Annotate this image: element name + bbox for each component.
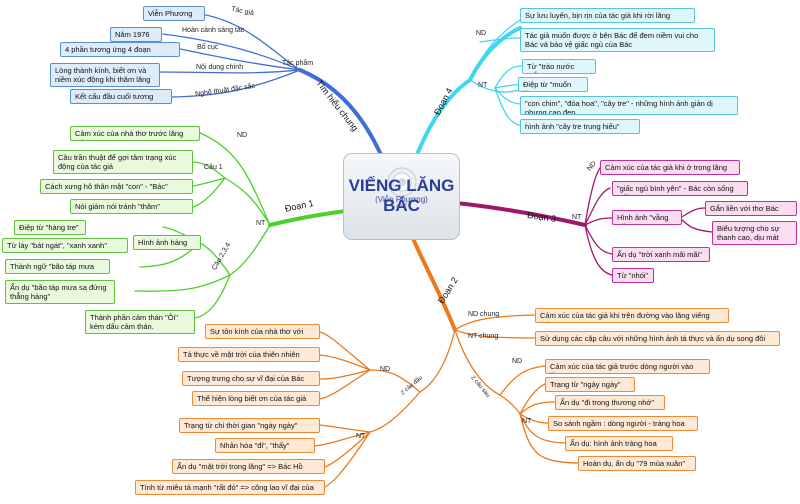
label-doan1-nt: NT bbox=[256, 220, 266, 227]
node-doan4-nd2[interactable]: Tác giả muốn được ở bên Bác để đem niềm … bbox=[520, 28, 715, 52]
node-doan2a-nd1[interactable]: Sự tôn kính của nhà thơ với Bác bbox=[205, 324, 320, 339]
node-doan2b-nd[interactable]: Cảm xúc của tác giả trước dòng người vào… bbox=[545, 359, 710, 374]
node-doan2a-nt2[interactable]: Nhân hóa "đi", "thấy" bbox=[215, 438, 315, 453]
node-doan2b-nt3[interactable]: So sánh ngầm : dòng người - tràng hoa bbox=[548, 416, 698, 431]
node-doan2b-nt2[interactable]: Ẩn dụ "đi trong thương nhớ" bbox=[555, 395, 665, 410]
node-doan2a-nt4[interactable]: Tính từ miêu tả mạnh "rất đỏ" => công la… bbox=[135, 480, 325, 495]
label-doan3-nt: NT bbox=[572, 214, 582, 221]
target-icon bbox=[387, 167, 417, 197]
node-doan1-cau1-a[interactable]: Câu trần thuật để gợi tâm trạng xúc động… bbox=[53, 150, 193, 174]
node-doan3-nhoi[interactable]: Từ "nhói" bbox=[612, 268, 654, 283]
label-doan2-nt-chung: NT chung bbox=[468, 333, 499, 340]
node-bo-cuc[interactable]: 4 phần tương ứng 4 đoạn bbox=[60, 42, 180, 57]
central-title: VIẾNG LĂNG BÁC bbox=[348, 176, 455, 215]
label-doan4-nd: ND bbox=[476, 30, 487, 37]
node-doan3-vang-trang-2[interactable]: Biểu tượng cho sự thanh cao, dịu mát bbox=[712, 221, 797, 245]
node-doan1-hang-tre-2[interactable]: Từ láy "bát ngát", "xanh xanh" bbox=[2, 238, 128, 253]
node-doan2b-nt4[interactable]: Ẩn dụ: hình ảnh tràng hoa bbox=[565, 436, 673, 451]
node-doan2a-nt3[interactable]: Ẩn dụ "mặt trời trong lăng" => Bác Hồ bbox=[172, 459, 325, 474]
node-doan2-nd-chung[interactable]: Cảm xúc của tác giả khi trên đường vào l… bbox=[535, 308, 729, 323]
label-tac-pham: Tác phẩm bbox=[282, 60, 314, 67]
node-doan2a-nt1[interactable]: Trạng từ chỉ thời gian "ngày ngày" bbox=[179, 418, 320, 433]
node-vien-phuong[interactable]: Viễn Phương bbox=[143, 6, 205, 21]
central-caption: #YT bbox=[395, 204, 407, 210]
label-doan2-nd-chung: ND chung bbox=[468, 311, 500, 318]
node-doan1-hang-tre-1[interactable]: Điệp từ "hàng tre" bbox=[14, 220, 86, 235]
central-topic[interactable]: VIẾNG LĂNG BÁC (Viễn Phương) #YT bbox=[343, 153, 460, 240]
node-doan3-giac-ngu[interactable]: "giấc ngủ bình yên" - Bác còn sống mãi bbox=[612, 181, 748, 196]
node-doan1-cau1-c[interactable]: Nói giảm nói tránh "thăm" bbox=[70, 199, 193, 214]
node-doan2a-nd2[interactable]: Tả thực về mặt trời của thiên nhiên bbox=[178, 347, 320, 362]
label-doan2a-nd: ND bbox=[380, 366, 391, 373]
node-doan1-hang-tre-4[interactable]: Ẩn dụ "bão táp mưa sa đứng thẳng hàng" bbox=[5, 280, 115, 304]
label-doan2b-nt: NT bbox=[522, 418, 532, 425]
node-doan4-nt4[interactable]: hình ảnh "cây tre trung hiếu" bbox=[520, 119, 640, 134]
node-doan4-nt3[interactable]: "con chim", "đóa hoa", "cây tre" - những… bbox=[520, 96, 738, 115]
node-doan2a-nd3[interactable]: Tượng trưng cho sự vĩ đại của Bác bbox=[182, 371, 320, 386]
node-doan2-nt-chung[interactable]: Sử dụng các cặp câu với những hình ảnh t… bbox=[535, 331, 780, 346]
central-subtitle: (Viễn Phương) bbox=[375, 195, 428, 204]
node-doan4-nt2[interactable]: Điệp từ "muốn làm" bbox=[518, 77, 588, 92]
label-noi-dung-chinh: Nội dung chính bbox=[196, 64, 244, 71]
label-doan1-nd: ND bbox=[237, 132, 248, 139]
node-doan1-hang-tre-3[interactable]: Thành ngữ "bão táp mưa sa" bbox=[5, 259, 110, 274]
node-doan2b-nt1[interactable]: Trạng từ "ngày ngày" bbox=[545, 377, 635, 392]
node-doan2a-nd4[interactable]: Thể hiện lòng biết ơn của tác giả bbox=[192, 391, 320, 406]
node-nam-1976[interactable]: Năm 1976 bbox=[110, 27, 162, 42]
node-doan3-nd[interactable]: Cảm xúc của tác giả khi ở trong lăng bbox=[600, 160, 740, 175]
label-doan2b-nd: ND bbox=[512, 358, 523, 365]
label-doan4-nt: NT bbox=[478, 82, 488, 89]
node-doan1-cau1-b[interactable]: Cách xưng hô thân mật "con" - "Bác" bbox=[40, 179, 193, 194]
label-bo-cuc: Bố cục bbox=[197, 44, 219, 51]
node-doan4-nt1[interactable]: Từ "trào nước mắt" bbox=[522, 59, 596, 74]
node-doan3-an-du[interactable]: Ẩn dụ "trời xanh mãi mãi" bbox=[612, 247, 710, 262]
node-doan2b-nt5[interactable]: Hoán dụ, ẩn dụ "79 mùa xuân" bbox=[578, 456, 696, 471]
label-cau1: Câu 1 bbox=[204, 164, 223, 171]
label-hoan-canh: Hoàn cảnh sáng tác bbox=[182, 27, 245, 34]
node-doan4-nd1[interactable]: Sự lưu luyến, bịn rịn của tác giả khi rờ… bbox=[520, 8, 695, 23]
node-doan3-vang-trang-1[interactable]: Gắn liền với thơ Bác bbox=[705, 201, 797, 216]
node-doan1-hinh-anh-hang-tre[interactable]: Hình ảnh hàng tre bbox=[133, 235, 201, 250]
node-doan1-thanh-phan[interactable]: Thành phần cảm thán "Ôi" kèm dấu cảm thá… bbox=[85, 310, 195, 334]
node-noi-dung[interactable]: Lòng thành kính, biết ơn và niềm xúc độn… bbox=[50, 63, 160, 87]
node-doan1-nd[interactable]: Cảm xúc của nhà thơ trước lăng Bác bbox=[70, 126, 200, 141]
node-ket-cau[interactable]: Kết cấu đầu cuối tương ứng bbox=[70, 89, 172, 104]
label-doan2a-nt: NT bbox=[356, 433, 366, 440]
node-doan3-vang-trang[interactable]: Hình ảnh "vầng trăng" bbox=[612, 210, 682, 225]
